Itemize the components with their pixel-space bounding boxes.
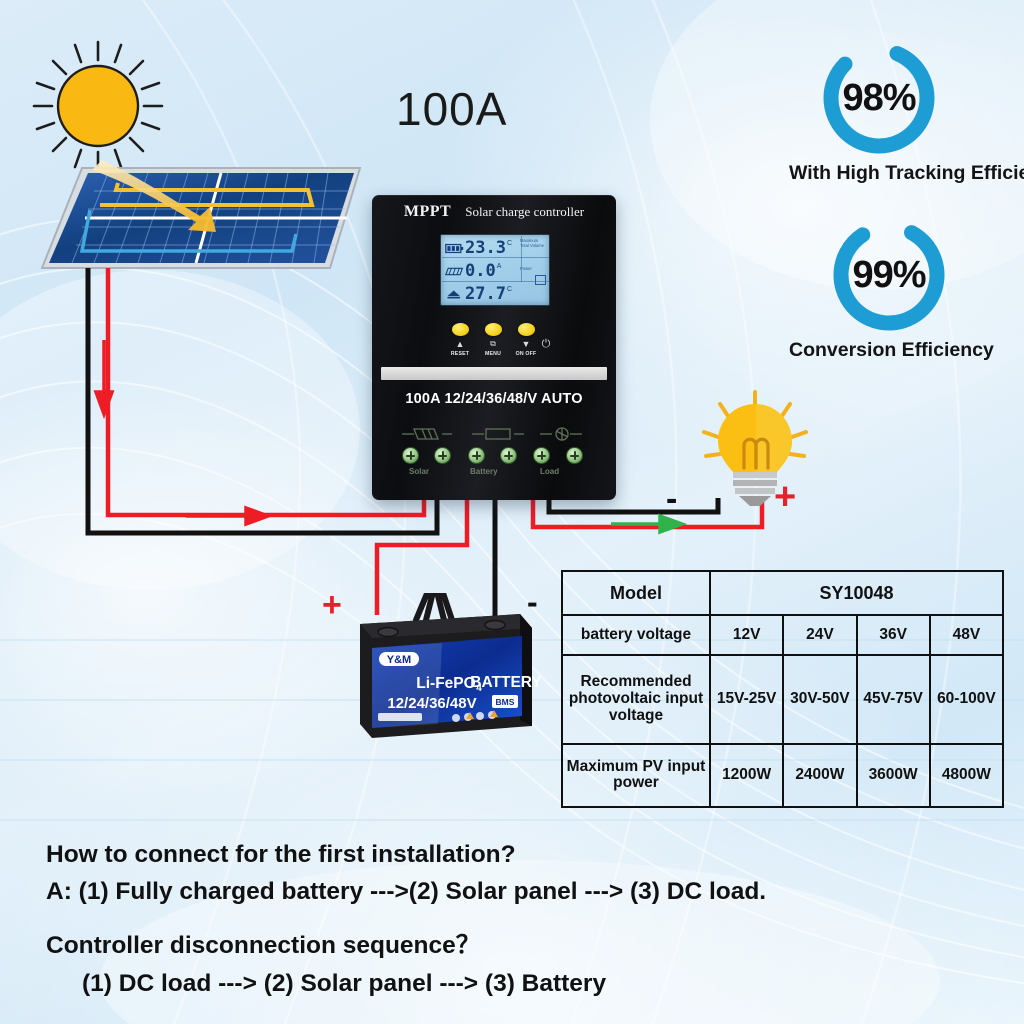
table-cell-pv-24v: 30V-50V [782,653,858,745]
lcd-row-pv: 0.0 A [443,260,549,283]
table-value-model: SY10048 [709,569,1004,617]
table-cell-pw-24v: 2400W [782,742,858,809]
table-cell-pw-12v: 1200W [708,742,785,809]
instruction-answer-connect: A: (1) Fully charged battery --->(2) Sol… [46,878,767,906]
table-row-model: Model SY10048 [561,569,1004,617]
terminal-screw-battery-negative[interactable] [500,447,517,464]
table-cell-bv-24v: 24V [782,614,858,656]
svg-text:4: 4 [476,683,482,694]
table-cell-pw-48v: 4800W [928,742,1005,809]
table-label-battery-voltage: battery voltage [561,614,711,656]
terminal-symbols [402,427,582,441]
battery-icon [445,243,464,254]
controller-model-label: 100A 12/24/36/48/V AUTO [405,391,583,407]
table-label-pv-input-voltage: Recommended photovoltaic input voltage [561,653,711,745]
terminal-screw-solar-positive[interactable] [434,447,451,464]
controller-brand: MPPT [403,203,452,220]
efficiency-percent-98: 98% [842,76,916,119]
lcd-display: 23.3 C 0.0 A 27.7 C [440,234,550,306]
controller-subtitle: Solar charge controller [465,204,585,219]
lcd-side-note-mid: Power [520,266,532,271]
table-cell-bv-12v: 12V [708,614,785,656]
table-cell-bv-48v: 48V [928,614,1005,656]
solar-panel-icon [445,267,464,276]
terminal-label-battery: Battery [470,467,498,476]
lcd-battery-value: 23.3 [465,238,506,258]
instruction-question-connect: How to connect for the first installatio… [46,841,516,868]
table-cell-pw-36v: 3600W [855,742,931,809]
svg-text:BMS: BMS [496,697,515,707]
table-row-pv-input-voltage: Recommended photovoltaic input voltage 1… [561,653,1005,745]
table-label-max-pv-power: Maximum PV input power [561,742,711,809]
svg-text:Y&M: Y&M [387,654,411,666]
load-positive-marker: + [774,476,797,518]
on-off-button[interactable] [518,323,535,336]
lcd-pv-unit: A [496,263,502,270]
lcd-row-battery: 23.3 C [443,237,549,260]
table-header-model: Model [561,569,711,617]
lcd-divider-3 [521,236,522,282]
terminal-screw-load-negative[interactable] [533,447,550,464]
efficiency-caption-conversion: Conversion Efficiency [789,339,994,361]
specification-table: Model SY10048 battery voltage 12V 24V 36… [561,569,1005,809]
reset-button[interactable] [452,323,469,336]
lcd-battery-unit: C [506,240,513,247]
menu-button-label: MENU [484,351,502,357]
menu-square-icon: ⧉ [490,339,496,348]
lcd-divider-1 [442,257,549,258]
efficiency-ring-99: 99% [827,213,951,337]
load-icon [447,290,461,299]
page-title: 100A [396,83,508,135]
svg-text:12/24/36/48V: 12/24/36/48V [387,695,476,712]
controller-header: MPPT Solar charge controller [372,203,616,221]
efficiency-badge-tracking: 98% With High Tracking Efficiency [789,36,1024,185]
instruction-question-disconnect: Controller disconnection sequence？ [46,932,481,960]
power-symbol-icon: ⏻ [541,338,551,350]
sun-icon [32,40,164,172]
installation-instructions: How to connect for the first installatio… [46,836,986,1002]
table-row-max-pv-power: Maximum PV input power 1200W 2400W 3600W… [561,742,1005,809]
lcd-load-unit: C [506,286,513,293]
terminal-screw-load-positive[interactable] [566,447,583,464]
efficiency-percent-99: 99% [852,253,926,296]
lifepo4-battery-illustration: Y&M Li-FePO 4 BATTERY 12/24/36/48V BMS [360,593,540,738]
reset-button-label: RESET [450,351,470,357]
table-cell-pv-36v: 45V-75V [855,653,931,745]
svg-text:Li-FePO: Li-FePO [416,675,475,692]
table-cell-bv-36v: 36V [855,614,931,656]
load-negative-marker: - [666,480,678,518]
table-cell-pv-48v: 60-100V [928,653,1005,745]
lcd-load-value: 27.7 [465,284,506,304]
battery-negative-marker: - [527,584,538,620]
terminal-screw-solar-negative[interactable] [402,447,419,464]
efficiency-ring-98: 98% [817,36,941,160]
efficiency-badge-conversion: 99% Conversion Efficiency [789,213,994,362]
solar-panel-illustration [40,160,362,269]
table-row-battery-voltage: battery voltage 12V 24V 36V 48V [561,614,1005,656]
reset-up-arrow-icon: ▲ [455,339,465,349]
menu-button[interactable] [485,323,502,336]
terminal-label-load: Load [540,467,560,476]
instruction-spacer [46,910,986,927]
terminal-label-solar: Solar [409,467,430,476]
instruction-answer-disconnect: (1) DC load ---> (2) Solar panel ---> (3… [82,969,607,997]
efficiency-caption-tracking: With High Tracking Efficiency [789,162,1024,184]
table-cell-pv-12v: 15V-25V [708,653,785,745]
lcd-side-note-top: Maximum Total Volume [520,238,544,249]
light-bulb-load-icon [702,390,808,506]
lcd-side-box [535,275,546,285]
lcd-row-load: 27.7 C [443,283,549,305]
svg-text:BATTERY: BATTERY [470,674,540,691]
lcd-divider-2 [442,281,549,282]
terminal-screw-battery-positive[interactable] [468,447,485,464]
on-off-down-arrow-icon: ▼ [521,339,531,349]
mppt-controller-device: MPPT Solar charge controller 23.3 C [372,195,616,500]
controller-separator-band [381,367,607,380]
on-off-button-label: ON OFF [515,351,537,357]
battery-positive-marker: + [322,586,342,624]
lcd-pv-value: 0.0 [465,261,496,281]
